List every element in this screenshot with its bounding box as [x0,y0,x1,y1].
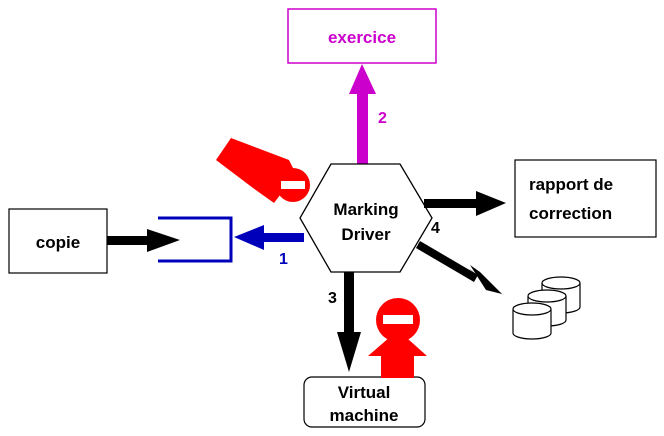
arrow-4 [424,191,506,216]
step-label-1: 1 [279,251,288,268]
exercice-label: exercice [328,28,396,47]
marking-driver-node: Marking Driver [299,163,433,273]
vm-label-line1: Virtual [338,383,391,402]
blocking-up-arrow-icon [368,330,427,378]
arrow-2 [349,64,376,168]
exercice-node: exercice [287,8,437,64]
step-label-4: 4 [431,220,440,237]
step-label-3: 3 [328,290,337,307]
rapport-label-line1: rapport de [529,175,613,194]
database-stack-icon [512,276,581,340]
no-entry-icon [276,168,310,202]
arrow-to-database [416,241,505,296]
copie-label: copie [36,233,80,252]
rapport-node: rapport de correction [514,159,657,238]
arrow-1 [234,225,304,250]
vm-label-line2: machine [330,406,399,425]
copie-node: copie [8,208,108,274]
blocking-arrow-icon [216,138,296,203]
virtual-machine-node: Virtual machine [303,376,426,428]
driver-label-line1: Marking [333,200,398,219]
driver-label-line2: Driver [341,225,391,244]
step-label-2: 2 [378,110,387,127]
rapport-label-line2: correction [529,204,612,223]
arrow-3 [337,272,361,372]
no-entry-icon-vm [376,298,420,342]
arrow-copie-to-queue [107,229,180,252]
queue-bracket-icon [158,216,233,263]
